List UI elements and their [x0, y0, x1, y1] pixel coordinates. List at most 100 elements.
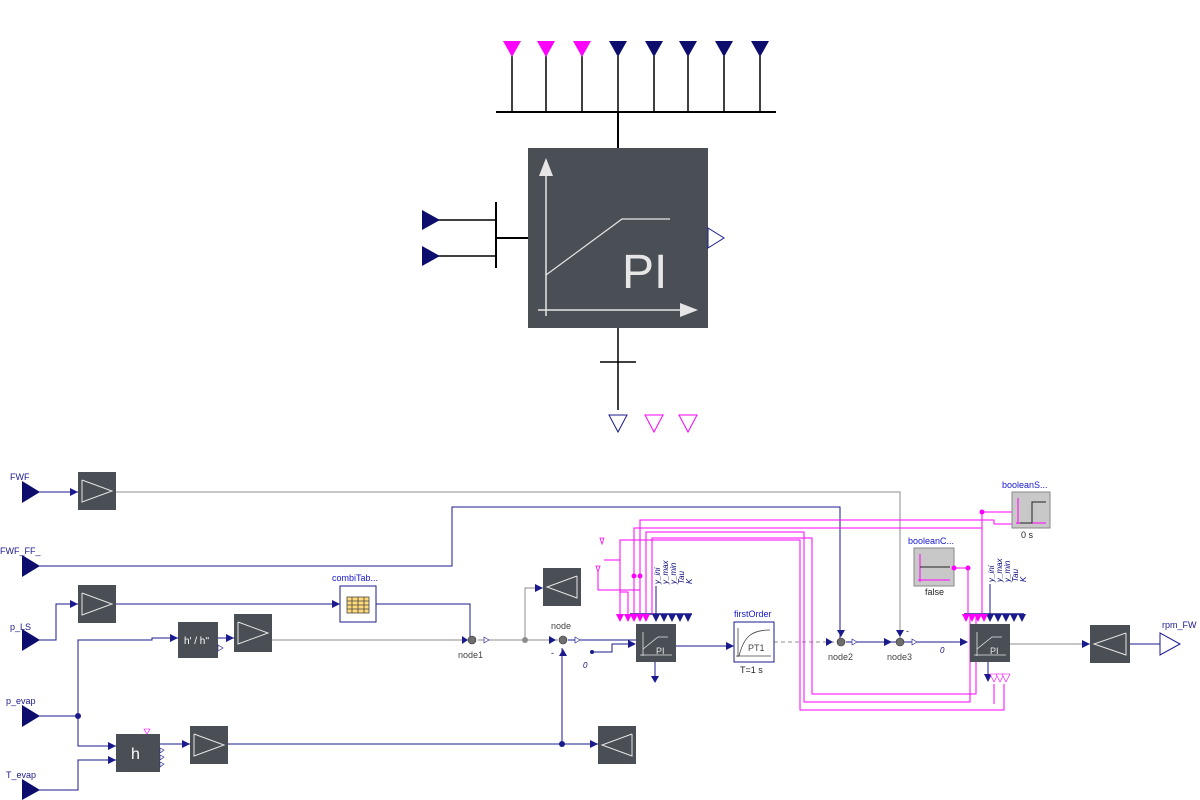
node2-label: node2 [828, 652, 853, 662]
first-order-icon-text: PT1 [748, 643, 765, 653]
boolean-step-label: booleanS... [1002, 480, 1048, 490]
real-output-icon[interactable] [608, 414, 628, 434]
input-label: FWF [10, 472, 30, 482]
input-label: p_evap [6, 696, 36, 706]
input-label: T_evap [6, 770, 36, 780]
boolean-input-icon[interactable] [503, 41, 521, 57]
svg-text:Tau: Tau [677, 570, 686, 584]
real-input-icon[interactable] [645, 41, 663, 57]
icon-pi-label: PI [622, 246, 667, 299]
input-port-icon[interactable] [22, 779, 40, 800]
y-axis-arrow-icon [539, 158, 553, 176]
icon-top-inputs [503, 41, 769, 112]
node3[interactable]: node3 - [884, 626, 918, 662]
nodes: node1 node - node2 [75, 621, 918, 747]
node1-label: node1 [458, 650, 483, 660]
first-order-label: firstOrder [734, 609, 772, 619]
input-label: FWF_FF_ [0, 546, 41, 556]
svg-text:Tau: Tau [1011, 568, 1020, 582]
junction-dot [522, 637, 528, 643]
boolean-step-param: 0 s [1021, 530, 1034, 540]
boolean-constant-label: booleanC... [908, 536, 954, 546]
input-FWF_FF_[interactable]: FWF_FF_ [0, 546, 41, 577]
left-input-icon[interactable] [422, 246, 440, 266]
svg-text:K: K [685, 578, 694, 584]
boolean-step-block[interactable]: booleanS... 0 s [1002, 480, 1051, 540]
gain-block-output[interactable] [1082, 625, 1130, 663]
node-label: node [551, 621, 571, 631]
gain-block-hpp[interactable] [226, 614, 272, 652]
node[interactable]: node - [549, 621, 581, 658]
real-input-icon[interactable] [715, 41, 733, 57]
node3-label: node3 [887, 652, 912, 662]
junction-dot [559, 741, 565, 747]
saturation-enthalpy-block[interactable]: h' / h'' [170, 622, 224, 658]
boolean-constant-param: false [925, 587, 944, 597]
input-port-icon[interactable] [22, 629, 40, 651]
svg-text:y_min: y_min [669, 562, 678, 585]
real-input-icon[interactable] [751, 41, 769, 57]
boolean-input-icon[interactable] [537, 41, 555, 57]
gain-blocks [70, 472, 272, 764]
input-ports: FWF FWF_FF_ p_LS p_evap T_evap [0, 472, 41, 800]
pi1-output-icon [651, 676, 659, 683]
output-rpm_FW[interactable]: rpm_FW [1159, 620, 1197, 656]
boolean-input-icon[interactable] [573, 41, 591, 57]
node2[interactable]: node2 [826, 630, 858, 662]
svg-text:y_ini: y_ini [987, 565, 996, 583]
svg-text:y_max: y_max [995, 557, 1004, 583]
boolean-constant-block[interactable]: booleanC... false [908, 536, 957, 597]
boolean-output-icon[interactable] [678, 414, 698, 434]
h-label: h [131, 746, 140, 763]
output-port-icon[interactable] [1159, 632, 1182, 656]
input-p_evap[interactable]: p_evap [6, 696, 40, 727]
input-port-icon[interactable] [22, 555, 40, 577]
boolean-output-icon[interactable] [644, 414, 664, 434]
svg-text:y_ini: y_ini [653, 567, 662, 585]
gain-block-h[interactable] [182, 726, 228, 764]
pi2-label: PI [990, 646, 999, 656]
output-port-icon[interactable] [707, 227, 725, 249]
input-FWF[interactable]: FWF [10, 472, 40, 503]
input-T_evap[interactable]: T_evap [6, 770, 40, 800]
diagram-view: FWF FWF_FF_ p_LS p_evap T_evap [0, 472, 1197, 800]
svg-text:y_max: y_max [661, 559, 670, 585]
gain-block-node[interactable] [535, 568, 581, 606]
gain-block-bottom[interactable] [590, 726, 636, 764]
svg-text:y_min: y_min [1003, 560, 1012, 583]
input-port-icon[interactable] [22, 705, 40, 727]
combi-table-label: combiTab... [332, 573, 378, 583]
input-port-icon[interactable] [22, 481, 40, 503]
pi-controller-2[interactable]: PI 0 y_ini y_max y_min Tau K [940, 509, 1028, 683]
gain-block-FWF[interactable] [70, 472, 116, 510]
svg-text:K: K [1019, 576, 1028, 582]
hp-hpp-label: h' / h'' [184, 636, 209, 647]
left-input-icon[interactable] [422, 210, 440, 230]
icon-view: PI [422, 41, 776, 434]
pi1-const-input: 0 [583, 661, 588, 670]
junction-dot [75, 713, 81, 719]
enthalpy-block[interactable]: h [108, 728, 165, 772]
input-p_LS[interactable]: p_LS [10, 622, 40, 651]
combi-table-block[interactable]: combiTab... [332, 573, 378, 623]
pi1-label: PI [656, 646, 665, 656]
pi-controller-1[interactable]: PI 0 y_ini y_max y_min Tau K [583, 559, 694, 683]
first-order-block[interactable]: PT1 firstOrder T=1 s [726, 609, 775, 675]
boolean-markers [595, 537, 605, 574]
gain-block-pLS[interactable] [70, 585, 116, 623]
real-input-icon[interactable] [609, 41, 627, 57]
first-order-param: T=1 s [740, 665, 763, 675]
input-label: p_LS [10, 622, 31, 632]
reverse-gain-blocks [535, 568, 1130, 764]
output-label: rpm_FW [1162, 620, 1197, 630]
pi-curve [545, 218, 670, 276]
pi2-const-input: 0 [940, 646, 945, 655]
pi-icon-block[interactable] [528, 148, 708, 328]
node-minus-sign: - [551, 648, 554, 658]
node1[interactable]: node1 [458, 635, 490, 660]
real-input-icon[interactable] [679, 41, 697, 57]
pi1-param-labels: y_ini y_max y_min Tau K [653, 559, 694, 585]
x-axis-arrow-icon [680, 303, 698, 317]
node3-minus-sign: - [906, 626, 909, 636]
